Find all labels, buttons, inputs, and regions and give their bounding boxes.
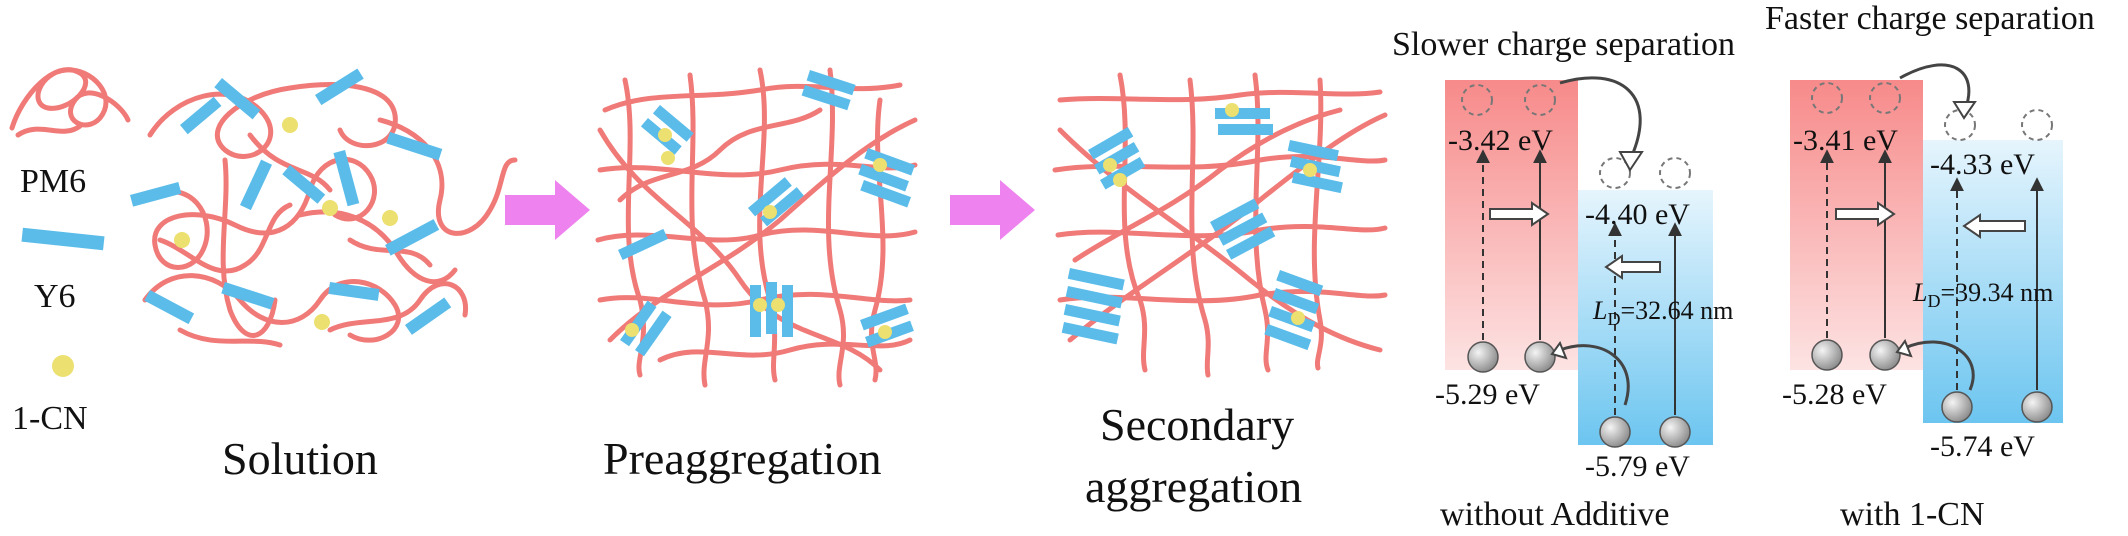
without-vacant-states bbox=[1461, 84, 1691, 189]
arrow-1 bbox=[505, 180, 590, 240]
legend-pm6-icon bbox=[9, 67, 131, 138]
arrow-2 bbox=[950, 180, 1035, 240]
without-transfer-arrows bbox=[1489, 76, 1661, 406]
solution-cn-dots bbox=[174, 117, 398, 330]
with-acceptor-lumo: -4.33 eV bbox=[1930, 148, 2035, 181]
without-acceptor-lumo: -4.40 eV bbox=[1585, 198, 1690, 231]
with-diffusion-length: LD=39.34 nm bbox=[1913, 278, 2054, 312]
legend-y6-label: Y6 bbox=[34, 278, 76, 315]
without-donor-lumo: -3.42 eV bbox=[1448, 124, 1553, 157]
solution-y6-blocks bbox=[130, 68, 452, 335]
preaggregation-pm6-chains bbox=[595, 67, 918, 388]
without-acceptor-box bbox=[1578, 190, 1713, 445]
legend-cn-label: 1-CN bbox=[12, 400, 88, 437]
with-donor-lumo: -3.41 eV bbox=[1793, 124, 1898, 157]
with-title: Faster charge separation bbox=[1765, 0, 2095, 37]
with-acceptor-homo: -5.74 eV bbox=[1930, 430, 2035, 463]
without-donor-homo: -5.29 eV bbox=[1435, 378, 1540, 411]
with-excitation-arrows bbox=[1820, 149, 2044, 390]
preaggregation-cn-dots bbox=[625, 128, 892, 339]
without-diffusion-length: LD=32.64 nm bbox=[1593, 296, 1734, 330]
stage-secondary-label-line2: aggregation bbox=[1085, 461, 1303, 512]
without-donor-box bbox=[1445, 80, 1578, 370]
legend-y6-icon bbox=[21, 227, 105, 251]
stage-secondary-label-line1: Secondary bbox=[1100, 399, 1295, 450]
legend-cn-icon bbox=[52, 355, 74, 377]
stage-solution-label: Solution bbox=[222, 433, 378, 484]
without-caption: without Additive bbox=[1440, 496, 1670, 533]
with-donor-box bbox=[1790, 80, 1923, 370]
with-electrons bbox=[1811, 339, 2053, 423]
legend-pm6-label: PM6 bbox=[20, 163, 87, 200]
without-electrons bbox=[1467, 341, 1691, 448]
without-excitation-arrows bbox=[1476, 149, 1682, 415]
without-title: Slower charge separation bbox=[1392, 26, 1736, 63]
with-caption: with 1-CN bbox=[1840, 496, 1985, 533]
secondary-cn-dots bbox=[1103, 103, 1317, 325]
with-transfer-arrows bbox=[1835, 63, 2026, 391]
solution-pm6-chains bbox=[142, 82, 518, 348]
without-acceptor-homo: -5.79 eV bbox=[1585, 450, 1690, 483]
with-vacant-states bbox=[1811, 82, 2053, 141]
stage-preaggregation-label: Preaggregation bbox=[603, 433, 882, 484]
secondary-y6-stacks bbox=[1061, 108, 1343, 351]
with-donor-homo: -5.28 eV bbox=[1782, 378, 1887, 411]
